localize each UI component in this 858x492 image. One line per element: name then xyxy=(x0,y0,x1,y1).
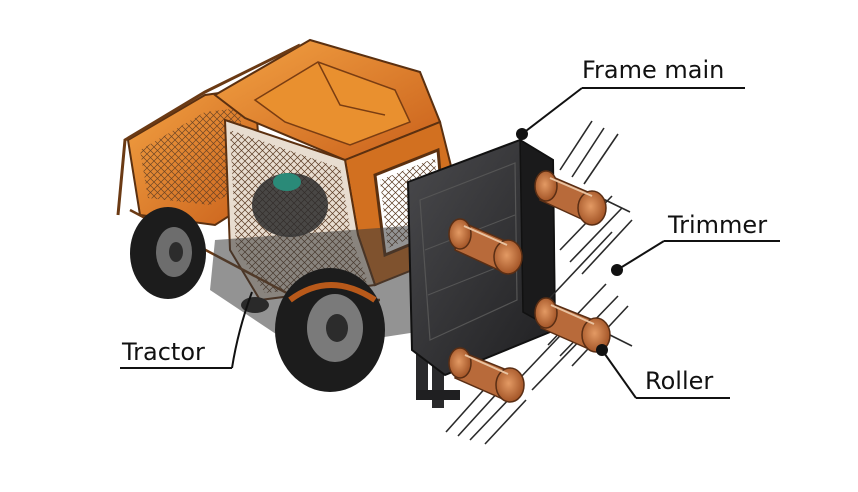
tractor-rear-mesh xyxy=(140,108,245,205)
tractor-front-wheel xyxy=(275,268,385,392)
roller-lower-right xyxy=(534,297,611,353)
trimmer-blades-illustration xyxy=(445,120,633,445)
roller-bottom-left xyxy=(448,347,525,403)
tractor-rear-wheel xyxy=(130,207,206,299)
label-tractor: Tractor xyxy=(122,338,205,366)
roller-illustration xyxy=(448,170,611,403)
label-trimmer: Trimmer xyxy=(668,211,768,239)
leader-trimmer xyxy=(611,240,780,276)
tractor-engine-part xyxy=(273,173,301,191)
leader-tractor xyxy=(120,291,253,369)
tractor-engine xyxy=(252,173,328,237)
label-roller: Roller xyxy=(645,367,714,395)
roller-mid-left xyxy=(448,218,523,275)
leader-roller xyxy=(596,344,730,399)
leader-frame-main xyxy=(516,87,745,140)
label-frame-main: Frame main xyxy=(582,56,725,84)
roller-top-right xyxy=(534,170,607,226)
